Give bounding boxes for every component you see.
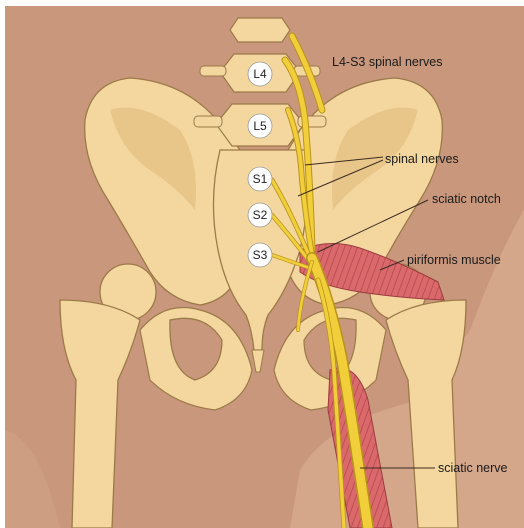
vertebra-label-s1: S1 (248, 167, 272, 191)
vertebra-label-s2: S2 (248, 203, 272, 227)
label-piriformis-muscle: piriformis muscle (407, 253, 501, 267)
svg-text:S1: S1 (253, 172, 268, 186)
l5-transverse-left (194, 116, 222, 127)
label-spinal-nerves: spinal nerves (385, 152, 459, 166)
svg-text:L5: L5 (253, 119, 267, 133)
frame-left (0, 0, 5, 528)
vertebra-label-s3: S3 (248, 243, 272, 267)
svg-text:S2: S2 (253, 208, 268, 222)
label-sciatic-notch: sciatic notch (432, 192, 501, 206)
label-sciatic-nerve: sciatic nerve (438, 461, 508, 475)
vertebra-label-l5: L5 (248, 114, 272, 138)
svg-text:S3: S3 (253, 248, 268, 262)
svg-text:L4: L4 (253, 67, 267, 81)
vertebra-label-l4: L4 (248, 62, 272, 86)
l4-transverse-left (200, 66, 226, 76)
frame-top (0, 0, 524, 6)
vertebra-l3-body (230, 18, 290, 42)
label-l4-s3-spinal-nerves: L4-S3 spinal nerves (332, 55, 442, 69)
